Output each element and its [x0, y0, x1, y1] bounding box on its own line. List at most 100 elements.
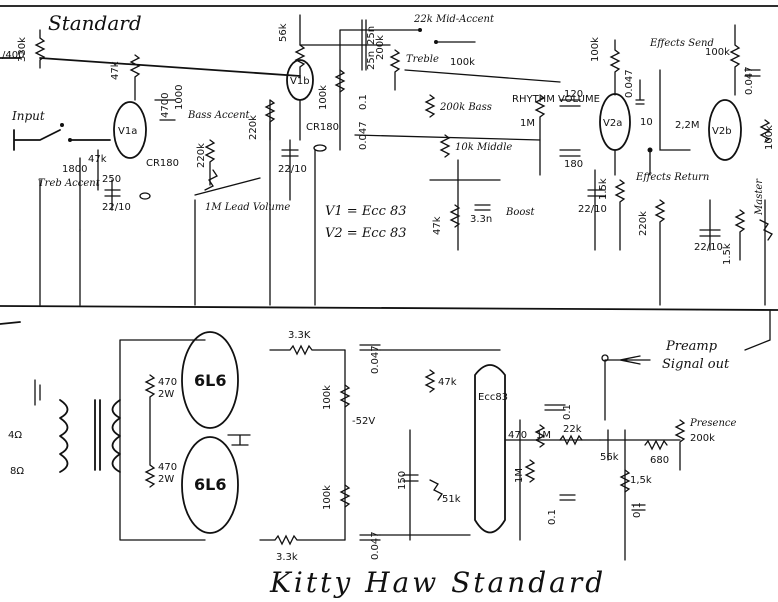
legend-v2: V2 = Ecc 83	[325, 226, 407, 241]
mid-accent-label: 22k Mid-Accent	[413, 14, 495, 25]
treble-label: Treble	[406, 54, 439, 65]
c-22-10-b: 22/10	[278, 164, 307, 175]
r-100k-c: 100k	[590, 37, 601, 62]
r-47k-a: 47k	[110, 61, 121, 80]
bottom-title: Kitty Haw Standard	[269, 566, 606, 599]
r-470-b: 470	[158, 462, 177, 473]
boost-label: Boost	[505, 207, 536, 218]
r-100k-a: 100k	[318, 85, 329, 110]
lead-volume-label: 1M Lead Volume	[205, 202, 290, 213]
preamp-label: Preamp	[665, 339, 718, 354]
input-label: Input	[11, 109, 45, 123]
presence-label: Presence	[689, 418, 737, 429]
r-100k-b: 100k	[450, 57, 475, 68]
middle-label: 10k Middle	[455, 142, 512, 153]
bass-label: 200k Bass	[439, 102, 492, 113]
rhythm-volume-label: RHYTHM VOLUME	[512, 94, 600, 105]
c-10: 10	[640, 117, 653, 128]
r-2w-b: 2W	[158, 474, 174, 485]
r-51k: 51k	[442, 494, 461, 505]
master-label: Master	[754, 178, 765, 216]
bias-neg52v: -52V	[352, 416, 375, 427]
c-0-1: 0.1	[358, 94, 369, 110]
r-1800: 1800	[62, 164, 87, 175]
r-1m: 1M	[520, 118, 535, 129]
preamp-signal-out: Preamp Signal out	[601, 309, 771, 421]
r-3-3k-b: 3.3k	[276, 552, 298, 563]
r-47k-b: 47k	[88, 154, 107, 165]
c-180: 180	[564, 159, 583, 170]
r-220k-c: 220k	[638, 211, 649, 236]
input-stage: Input 330k /400 47k V1a 1800 47k 250 Tre…	[0, 29, 301, 306]
tube-v1a: V1a	[118, 126, 137, 137]
tube-6l6-1: 6L6	[194, 371, 226, 390]
r-100k-d: 100k	[705, 47, 730, 58]
legend-v1: V1 = Ecc 83	[325, 204, 407, 219]
bass-accent-label: Bass Accent	[187, 110, 251, 121]
c-22-10-c: 22/10	[578, 204, 607, 215]
c-250: 250	[102, 174, 121, 185]
r-56k: 56k	[278, 23, 289, 42]
c-0-047-c: 0.047	[744, 66, 755, 95]
presence-value: 200k	[690, 433, 715, 444]
c-1000: 1000	[174, 85, 185, 110]
r-470-a: 470	[158, 377, 177, 388]
c-22-10-d: 22/10	[694, 242, 723, 253]
r-47k-d: 47k	[438, 377, 457, 388]
c-120: 120	[564, 89, 583, 100]
r-22k: 22k	[563, 424, 582, 435]
top-title: Standard	[48, 11, 142, 35]
r-1m-b: 1M	[514, 468, 525, 483]
tone-stack: 100k 25n 25n 22k Mid-Accent 200k Treble …	[318, 14, 561, 251]
r-2w-a: 2W	[158, 389, 174, 400]
r-200k: 200k	[375, 35, 386, 60]
signal-out-label: Signal out	[662, 357, 730, 372]
r-1-5k-b: 1.5k	[722, 243, 733, 265]
r-1-5k-c: 1,5k	[630, 475, 652, 486]
r-220k-a: 220k	[248, 115, 259, 140]
tube-v2b: V2b	[712, 126, 732, 137]
r-100k-g: 100k	[322, 485, 333, 510]
c-22-10-a: 22/10	[102, 202, 131, 213]
effects-send-label: Effects Send	[649, 38, 714, 49]
r-56k-b: 56k	[600, 452, 619, 463]
r-47k-c: 47k	[432, 216, 443, 235]
r-470-c: 470	[508, 430, 527, 441]
v2a-stage: RHYTHM VOLUME 1M 120 180 100k V2a 22/10 …	[512, 37, 714, 306]
c-0-1-c: 0.1	[547, 509, 558, 525]
r-100k-f: 100k	[322, 385, 333, 410]
r-100k-e: 100k	[764, 125, 775, 150]
r-2-2m: 2,2M	[675, 120, 700, 131]
v1b-stage: 56k V1b CR180 22/10	[278, 14, 391, 306]
v2b-stage: 100k 0.047 V2b 100k 22/10 1.5k Master	[694, 24, 775, 306]
c-0-1-b: 0.1	[562, 404, 573, 420]
tube-v1b: V1b	[290, 76, 310, 87]
r-220k-b: 220k	[196, 143, 207, 168]
tube-v2a: V2a	[603, 118, 622, 129]
c-25n-b: 25n	[366, 51, 377, 70]
tube-ecc83-pi: Ecc83	[478, 392, 508, 403]
effects-return-label: Effects Return	[635, 172, 709, 183]
c-0-047-b: 0.047	[624, 69, 635, 98]
r-1-5k-a: 1.5k	[598, 178, 609, 200]
tube-6l6-2: 6L6	[194, 475, 226, 494]
c-25n-a: 25n	[366, 26, 377, 45]
frame-lines	[0, 5, 778, 325]
c-0-1-d: 0.1	[632, 502, 643, 518]
treb-accent-label: Treb Accent	[38, 178, 101, 189]
r-330k: 330k	[17, 37, 28, 62]
c-4700: 4700	[160, 93, 171, 118]
c-0-047-e: 0.047	[370, 531, 381, 560]
spk-4ohm: 4Ω	[8, 430, 22, 441]
cr180-a: CR180	[146, 158, 179, 169]
r-680: 680	[650, 455, 669, 466]
phase-inverter: 47k Ecc83 150 51k 470 1M 1M 0.1 0.1 22k …	[379, 349, 737, 561]
spk-8ohm: 8Ω	[10, 466, 24, 477]
r-400: /400	[2, 50, 24, 61]
r-3-3k-a: 3.3K	[288, 330, 311, 341]
power-stage: 4Ω 8Ω 6L6 6L6 470 2W 470 2W 3.3K 3.3k 10…	[8, 330, 381, 563]
c-0-047-d: 0.047	[370, 345, 381, 374]
r-1m-c: 1M	[536, 430, 551, 441]
cr180-b: CR180	[306, 122, 339, 133]
